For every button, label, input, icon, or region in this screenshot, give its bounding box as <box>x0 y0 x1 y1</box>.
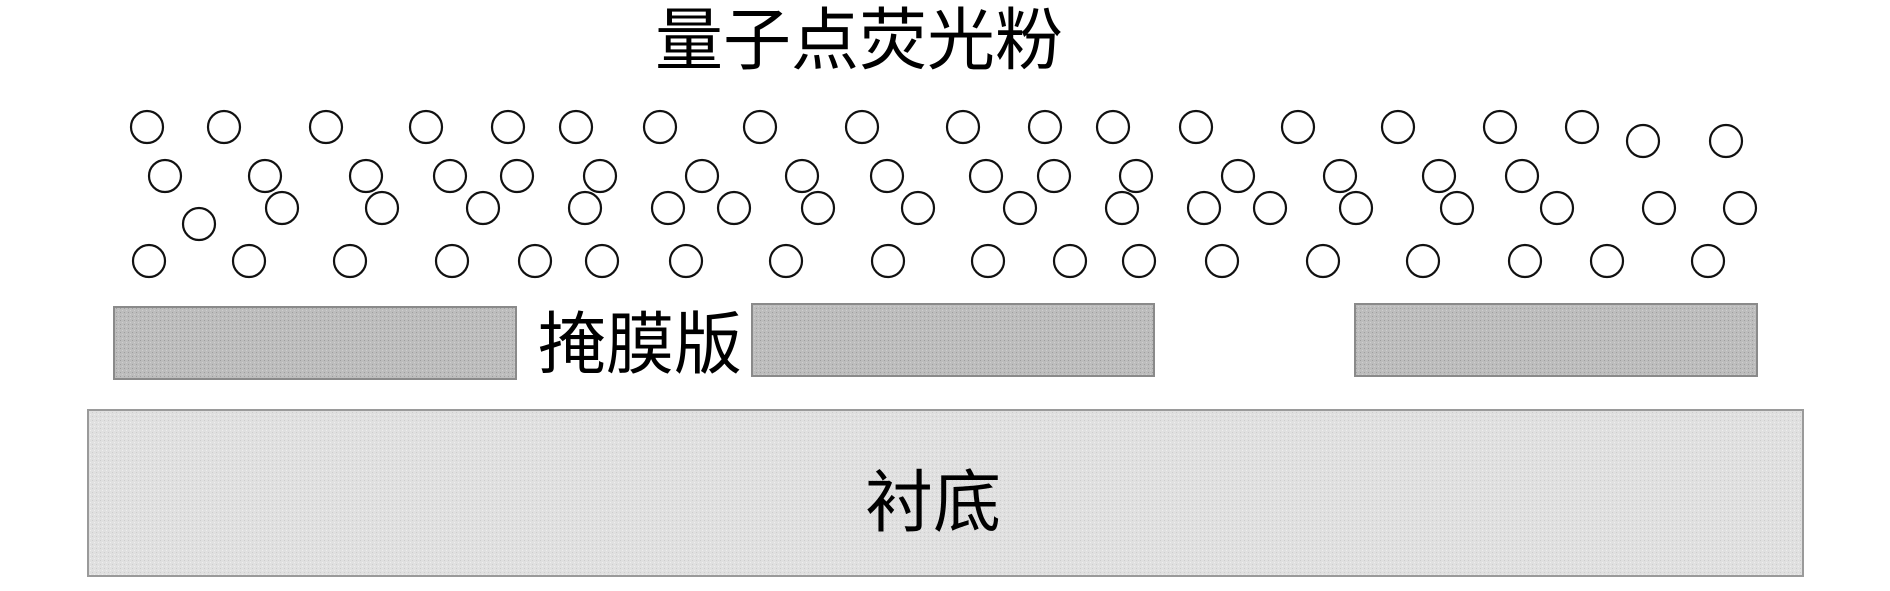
quantum-dot-particle <box>1507 243 1543 279</box>
quantum-dot-particle <box>582 158 618 194</box>
quantum-dot-particle <box>1121 243 1157 279</box>
quantum-dot-particle <box>1722 190 1758 226</box>
quantum-dot-particle <box>517 243 553 279</box>
quantum-dot-particle <box>968 158 1004 194</box>
quantum-dot-particle <box>1036 158 1072 194</box>
quantum-dot-particle <box>364 190 400 226</box>
quantum-dot-particle <box>716 190 752 226</box>
quantum-dot-particle <box>1252 190 1288 226</box>
quantum-dot-particle <box>1305 243 1341 279</box>
quantum-dot-particle <box>784 158 820 194</box>
quantum-dot-particle <box>684 158 720 194</box>
quantum-dot-particle <box>900 190 936 226</box>
mask-segment-left <box>113 306 517 380</box>
quantum-dot-particle <box>1539 190 1575 226</box>
quantum-dot-particle <box>434 243 470 279</box>
substrate-label: 衬底 <box>865 464 1002 543</box>
quantum-dot-particle <box>1204 243 1240 279</box>
mask-label: 掩膜版 <box>538 306 743 385</box>
quantum-dot-particle <box>567 190 603 226</box>
quantum-dot-particle <box>870 243 906 279</box>
quantum-dot-particle <box>1504 158 1540 194</box>
quantum-dot-particle <box>650 190 686 226</box>
quantum-dot-particle <box>1338 190 1374 226</box>
quantum-dot-particle <box>1178 109 1214 145</box>
quantum-dot-particle <box>1095 109 1131 145</box>
quantum-dot-particle <box>1641 190 1677 226</box>
quantum-dot-particle <box>1280 109 1316 145</box>
quantum-dot-particle <box>1104 190 1140 226</box>
quantum-dot-particle <box>1405 243 1441 279</box>
quantum-dot-particle <box>1002 190 1038 226</box>
quantum-dot-particle <box>308 109 344 145</box>
phosphor-label: 量子点荧光粉 <box>655 2 1064 81</box>
quantum-dot-particles <box>129 109 1758 279</box>
quantum-dot-particle <box>247 158 283 194</box>
quantum-dot-particle <box>465 190 501 226</box>
quantum-dot-particle <box>800 190 836 226</box>
quantum-dot-particle <box>1220 158 1256 194</box>
quantum-dot-particle <box>1027 109 1063 145</box>
mask-segment-middle <box>751 303 1155 377</box>
quantum-dot-particle <box>206 109 242 145</box>
quantum-dot-particle <box>348 158 384 194</box>
quantum-dot-particle <box>1708 123 1744 159</box>
quantum-dot-particle <box>945 109 981 145</box>
quantum-dot-particle <box>668 243 704 279</box>
quantum-dot-particle <box>1421 158 1457 194</box>
quantum-dot-particle <box>131 243 167 279</box>
quantum-dot-particle <box>844 109 880 145</box>
quantum-dot-particle <box>264 190 300 226</box>
quantum-dot-particle <box>1322 158 1358 194</box>
quantum-dot-particle <box>499 158 535 194</box>
quantum-dot-particle <box>768 243 804 279</box>
quantum-dot-particle <box>147 158 183 194</box>
quantum-dot-particle <box>1439 190 1475 226</box>
quantum-dot-particle <box>1690 243 1726 279</box>
quantum-dot-particle <box>332 243 368 279</box>
quantum-dot-particle <box>408 109 444 145</box>
quantum-dot-particle <box>1186 190 1222 226</box>
substrate-layer <box>87 409 1804 577</box>
quantum-dot-particle <box>558 109 594 145</box>
quantum-dot-particle <box>1589 243 1625 279</box>
quantum-dot-particle <box>642 109 678 145</box>
quantum-dot-particle <box>869 158 905 194</box>
quantum-dot-particle <box>490 109 526 145</box>
quantum-dot-particle <box>181 206 217 242</box>
quantum-dot-particle <box>1052 243 1088 279</box>
quantum-dot-particle <box>432 158 468 194</box>
quantum-dot-particle <box>742 109 778 145</box>
quantum-dot-particle <box>584 243 620 279</box>
quantum-dot-particle <box>231 243 267 279</box>
quantum-dot-particle <box>1118 158 1154 194</box>
quantum-dot-particle <box>1482 109 1518 145</box>
quantum-dot-particle <box>1564 109 1600 145</box>
quantum-dot-particle <box>970 243 1006 279</box>
quantum-dot-particle <box>129 109 165 145</box>
quantum-dot-particle <box>1380 109 1416 145</box>
mask-segment-right <box>1354 303 1758 377</box>
quantum-dot-particle <box>1625 123 1661 159</box>
